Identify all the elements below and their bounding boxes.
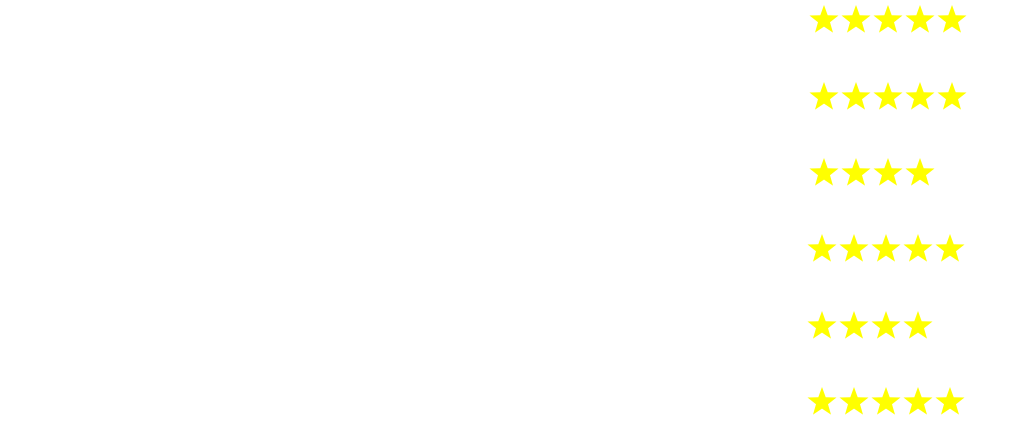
star-icon — [806, 309, 838, 341]
star-icon — [840, 3, 872, 35]
star-icon — [808, 156, 840, 188]
star-rating — [806, 384, 966, 418]
star-rating — [806, 231, 966, 265]
star-icon — [838, 309, 870, 341]
star-rating — [808, 2, 968, 36]
star-icon — [870, 385, 902, 417]
star-icon — [904, 156, 936, 188]
star-icon — [902, 232, 934, 264]
star-icon — [934, 385, 966, 417]
star-rating — [806, 308, 934, 342]
star-rating — [808, 79, 968, 113]
star-icon — [904, 80, 936, 112]
star-icon — [902, 309, 934, 341]
star-icon — [872, 3, 904, 35]
star-icon — [806, 232, 838, 264]
star-icon — [870, 309, 902, 341]
star-icon — [840, 80, 872, 112]
star-icon — [806, 385, 838, 417]
star-icon — [870, 232, 902, 264]
star-icon — [872, 80, 904, 112]
star-icon — [808, 3, 840, 35]
star-icon — [840, 156, 872, 188]
star-icon — [936, 80, 968, 112]
star-icon — [934, 232, 966, 264]
star-icon — [872, 156, 904, 188]
star-icon — [902, 385, 934, 417]
star-icon — [904, 3, 936, 35]
star-icon — [808, 80, 840, 112]
star-rating — [808, 155, 936, 189]
star-icon — [838, 385, 870, 417]
star-icon — [838, 232, 870, 264]
star-icon — [936, 3, 968, 35]
